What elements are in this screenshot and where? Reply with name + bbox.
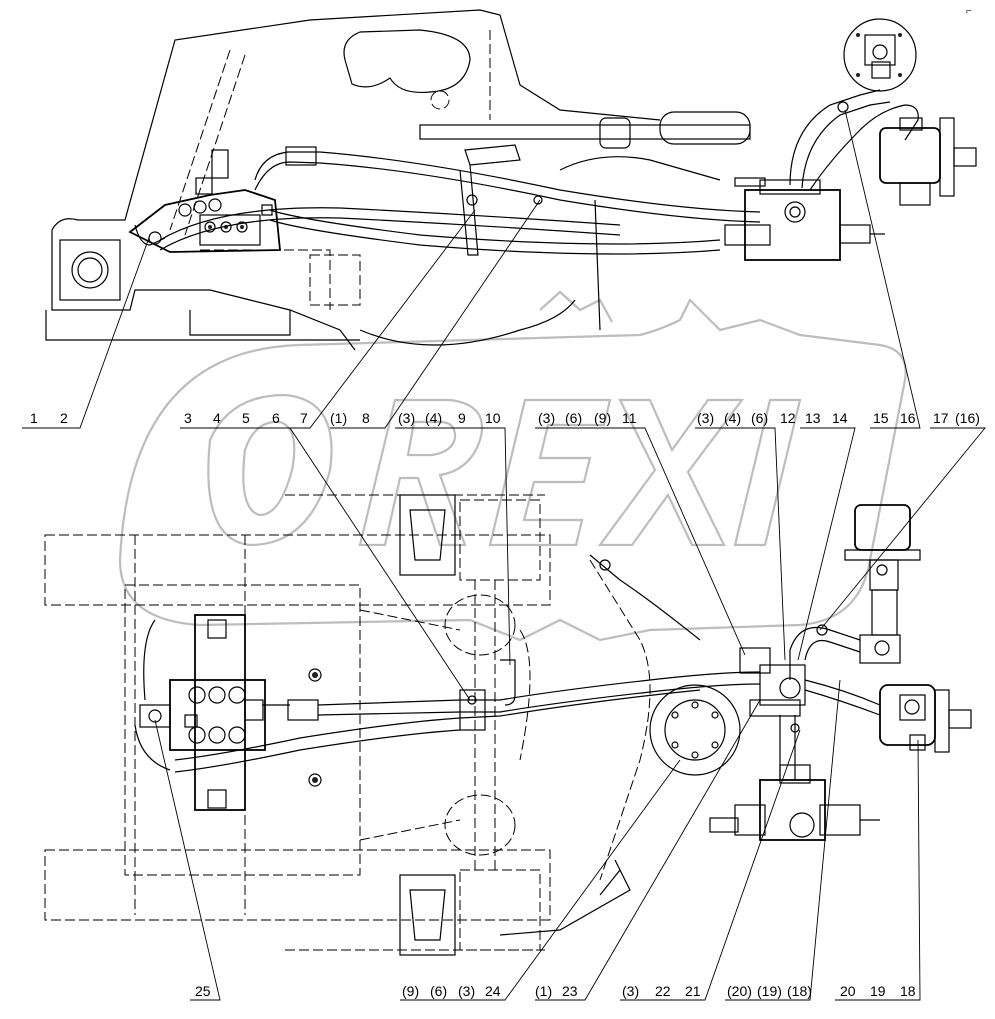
label-12: 12 <box>780 410 796 426</box>
label-11: 11 <box>622 410 637 426</box>
priority-valve-plan <box>709 647 880 841</box>
pedal-lever <box>419 111 751 256</box>
tank-pump-top <box>789 18 977 206</box>
label-7: 7 <box>300 410 308 426</box>
label-(3)-a: (3) <box>398 410 415 426</box>
label-8: 8 <box>362 410 370 426</box>
label-(1)-bottom: (1) <box>535 983 552 999</box>
label-(1)-top: (1) <box>330 410 347 426</box>
label-(4)-a: (4) <box>425 410 442 426</box>
priority-valve-top <box>724 177 885 261</box>
label-1: 1 <box>30 410 38 426</box>
pump-plan <box>789 504 921 680</box>
label-4: 4 <box>213 410 221 426</box>
label-(3)-d: (3) <box>458 983 475 999</box>
hoses-top <box>159 146 761 255</box>
label-(6)-b: (6) <box>751 410 768 426</box>
label-(16): (16) <box>955 410 980 426</box>
label-18: 18 <box>900 983 916 999</box>
label-20: 20 <box>840 983 856 999</box>
label-(6)-a: (6) <box>565 410 582 426</box>
control-valve-plan <box>134 614 266 811</box>
label-2: 2 <box>60 410 68 426</box>
label-leaders <box>22 109 986 1001</box>
label-13: 13 <box>805 410 821 426</box>
label-14: 14 <box>832 410 848 426</box>
label-6: 6 <box>272 410 280 426</box>
side-view <box>45 9 977 351</box>
label-17: 17 <box>933 410 949 426</box>
brake-drum-plan <box>649 684 741 776</box>
steering-pump-plan <box>804 679 972 753</box>
hoses-plan <box>174 659 761 773</box>
label-(6)-c: (6) <box>430 983 447 999</box>
label-23: 23 <box>562 983 578 999</box>
control-valve-top <box>128 149 281 253</box>
label-(9)-b: (9) <box>402 983 419 999</box>
label-(20): (20) <box>727 983 752 999</box>
label-(3)-e: (3) <box>622 983 639 999</box>
label-(4)-b: (4) <box>724 410 741 426</box>
plan-view <box>44 494 972 956</box>
label-(3)-c: (3) <box>697 410 714 426</box>
label-texts: 1 2 3 4 5 6 7 (1) 8 (3) (4) 9 10 (3) (6)… <box>30 6 980 999</box>
label-19: 19 <box>870 983 886 999</box>
label-(3)-b: (3) <box>538 410 555 426</box>
label-21: 21 <box>685 983 701 999</box>
label-24: 24 <box>485 983 501 999</box>
label-9: 9 <box>458 410 466 426</box>
label-5: 5 <box>242 410 250 426</box>
label-22: 22 <box>655 983 671 999</box>
watermark <box>118 290 907 642</box>
label-(19): (19) <box>757 983 782 999</box>
corner-mark: ⌐ <box>966 6 972 17</box>
label-(9)-a: (9) <box>594 410 611 426</box>
label-16: 16 <box>900 410 916 426</box>
label-25: 25 <box>195 983 211 999</box>
label-15: 15 <box>873 410 889 426</box>
label-(18): (18) <box>787 983 812 999</box>
label-3: 3 <box>184 410 192 426</box>
label-10: 10 <box>485 410 501 426</box>
